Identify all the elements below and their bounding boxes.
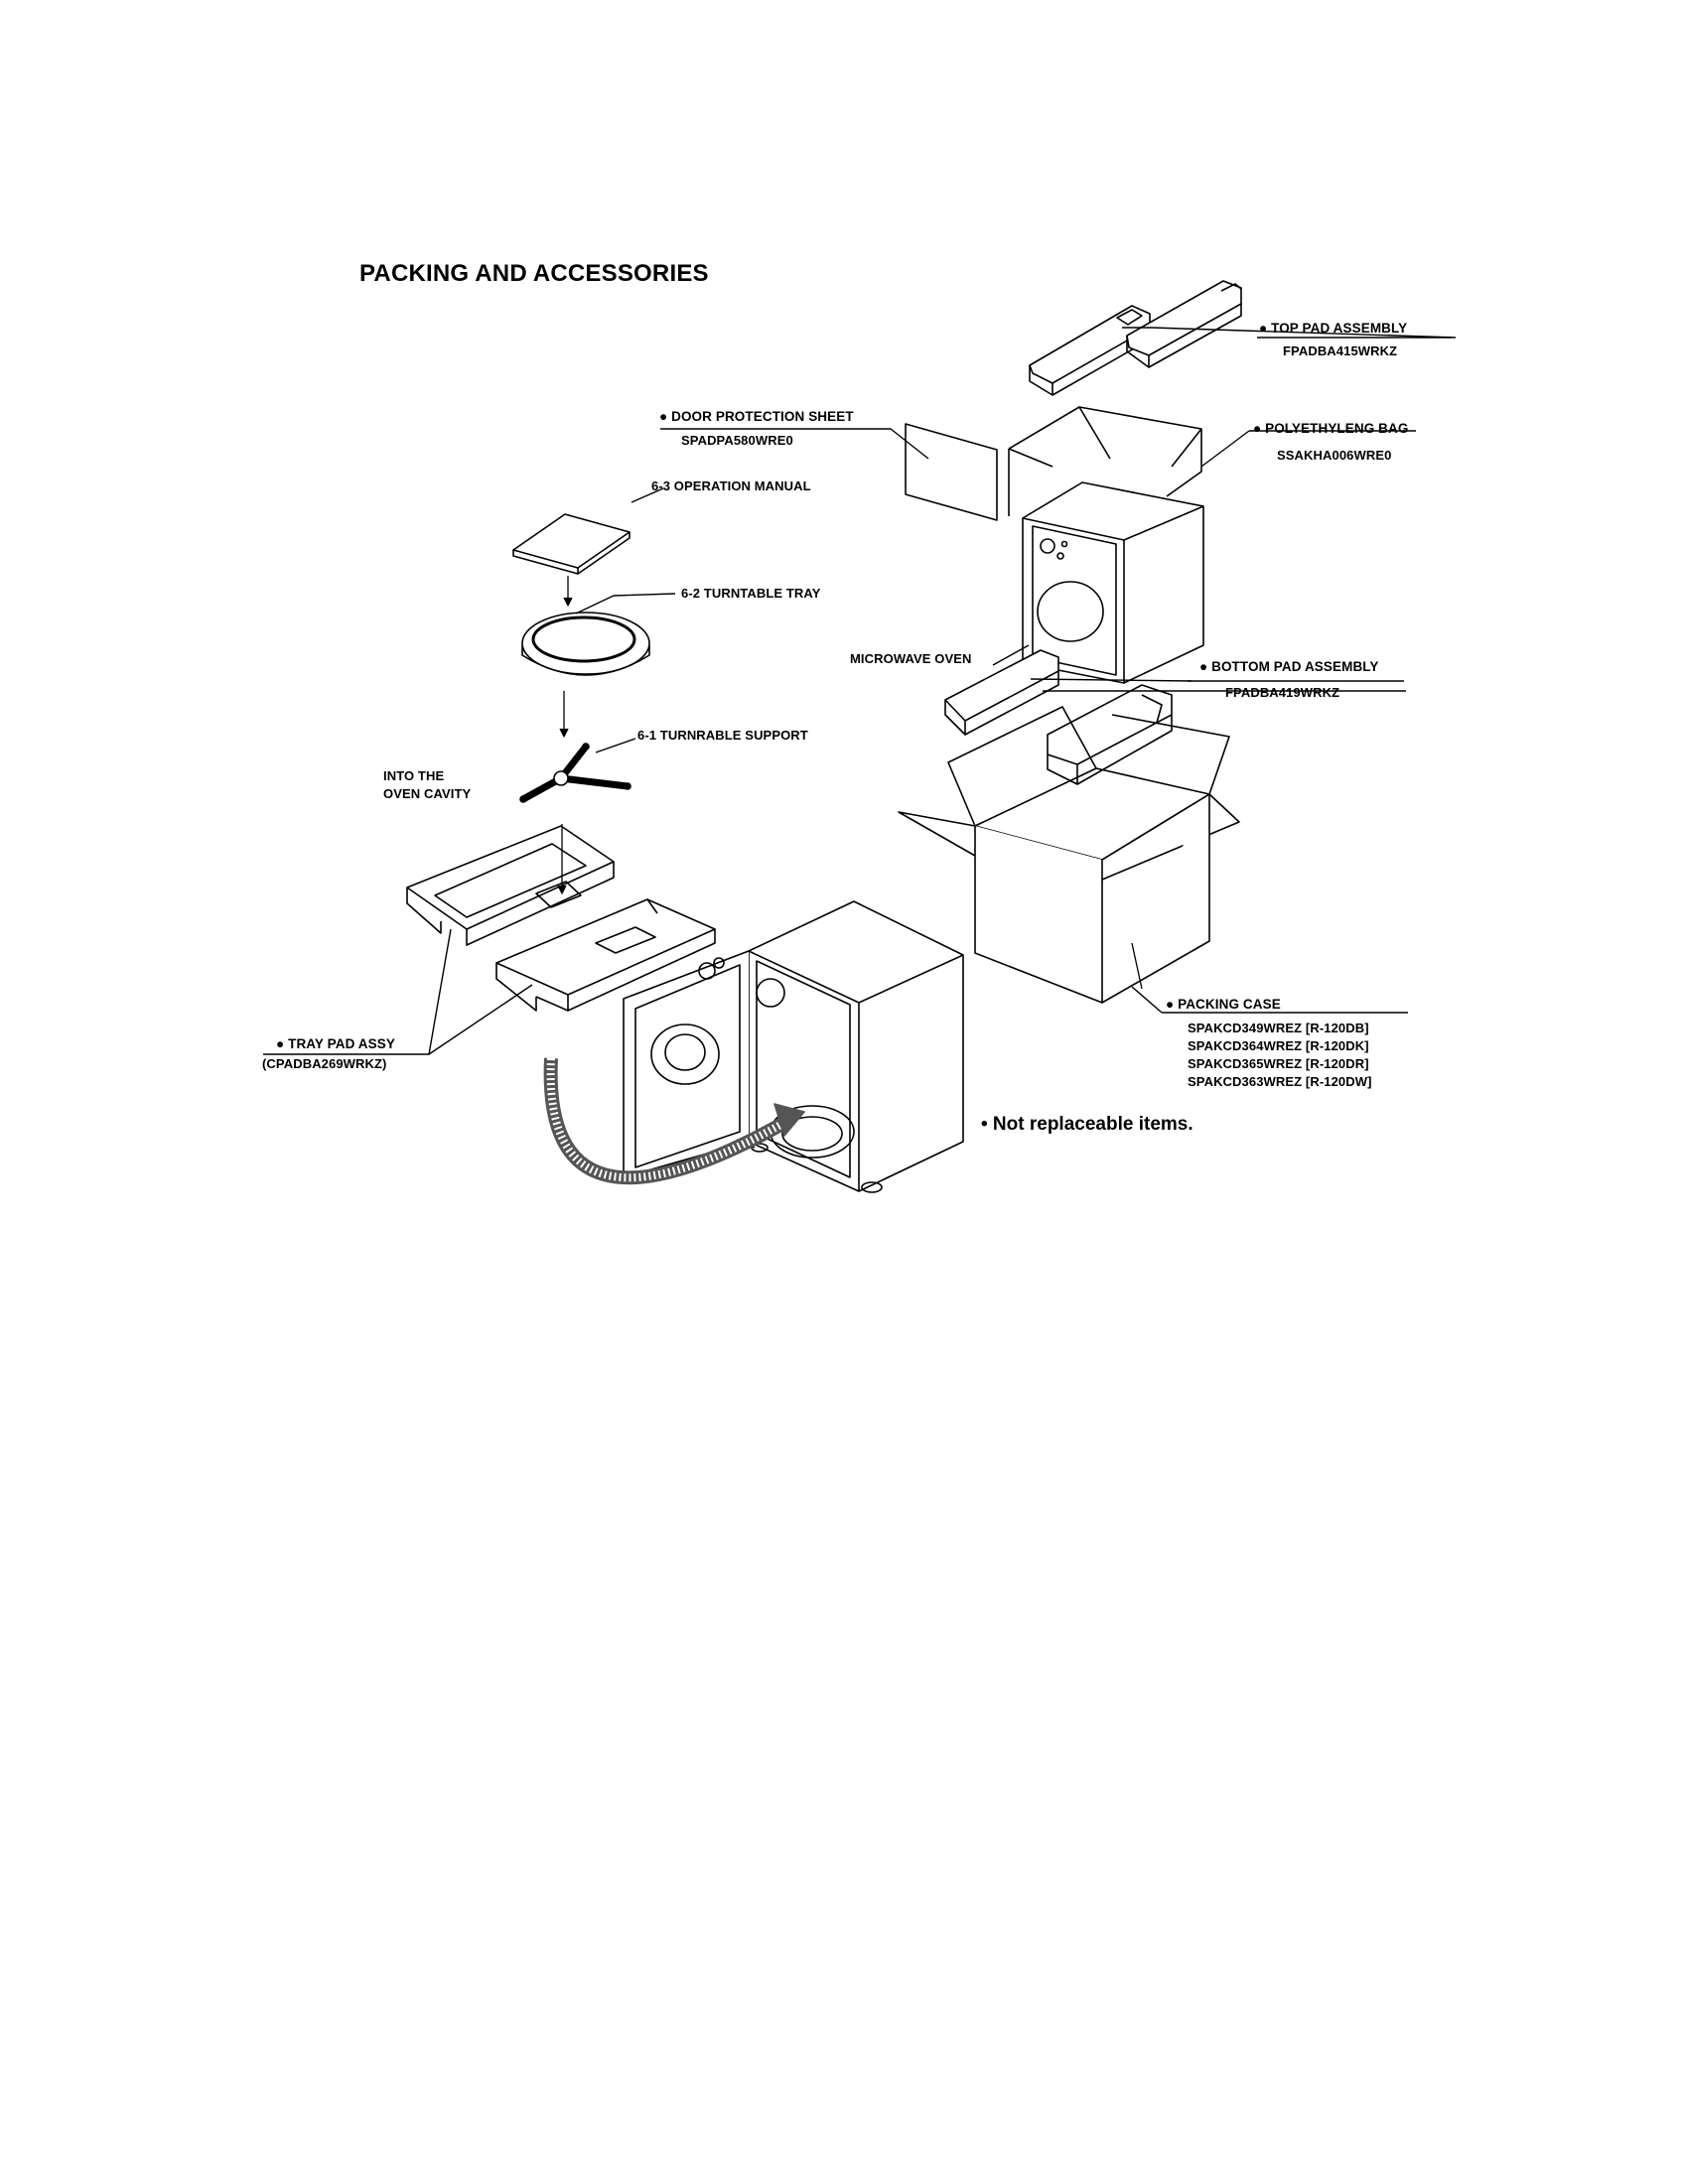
open-microwave-illustration xyxy=(623,900,964,1193)
bottom-pad-illustration xyxy=(944,649,1173,785)
top-pad-label: ● TOP PAD ASSEMBLY xyxy=(1259,321,1408,336)
microwave-oven-label: MICROWAVE OVEN xyxy=(850,651,972,666)
microwave-oven-illustration xyxy=(1022,481,1204,684)
packing-case-code: SPAKCD363WREZ [R-120DW] xyxy=(1188,1074,1372,1089)
into-oven-label-2: OVEN CAVITY xyxy=(383,786,472,801)
packing-case-code: SPAKCD349WREZ [R-120DB] xyxy=(1188,1021,1369,1035)
door-sheet-code: SPADPA580WRE0 xyxy=(681,433,793,448)
operation-manual-label: 6-3 OPERATION MANUAL xyxy=(651,478,811,493)
top-pad-illustration xyxy=(1029,280,1242,396)
bottom-pad-code: FPADBA419WRKZ xyxy=(1225,685,1340,700)
into-oven-label-1: INTO THE xyxy=(383,768,445,783)
turntable-support-illustration xyxy=(519,743,632,803)
poly-bag-illustration xyxy=(1008,406,1202,516)
tray-pad-code: (CPADBA269WRKZ) xyxy=(262,1056,387,1071)
not-replaceable-note: • Not replaceable items. xyxy=(981,1114,1193,1135)
turntable-tray-label: 6-2 TURNTABLE TRAY xyxy=(681,586,821,601)
packing-case-illustration xyxy=(898,706,1240,1004)
packing-case-code: SPAKCD365WREZ [R-120DR] xyxy=(1188,1056,1369,1071)
page-title: PACKING AND ACCESSORIES xyxy=(359,260,709,287)
turntable-tray-illustration xyxy=(521,612,650,676)
packing-case-label: ● PACKING CASE xyxy=(1166,997,1281,1012)
packing-case-code: SPAKCD364WREZ [R-120DK] xyxy=(1188,1038,1369,1053)
tray-pad-label: ● TRAY PAD ASSY xyxy=(276,1036,395,1051)
turntable-support-label: 6-1 TURNRABLE SUPPORT xyxy=(637,728,808,743)
bottom-pad-label: ● BOTTOM PAD ASSEMBLY xyxy=(1199,659,1379,674)
poly-bag-code: SSAKHA006WRE0 xyxy=(1277,448,1392,463)
poly-bag-label: ● POLYETHYLENG BAG xyxy=(1253,421,1409,436)
into-oven-arrow xyxy=(543,1057,805,1185)
door-sheet-label: ● DOOR PROTECTION SHEET xyxy=(659,409,854,424)
top-pad-code: FPADBA415WRKZ xyxy=(1283,343,1398,358)
door-sheet-illustration xyxy=(905,423,998,521)
operation-manual-illustration xyxy=(512,513,631,575)
